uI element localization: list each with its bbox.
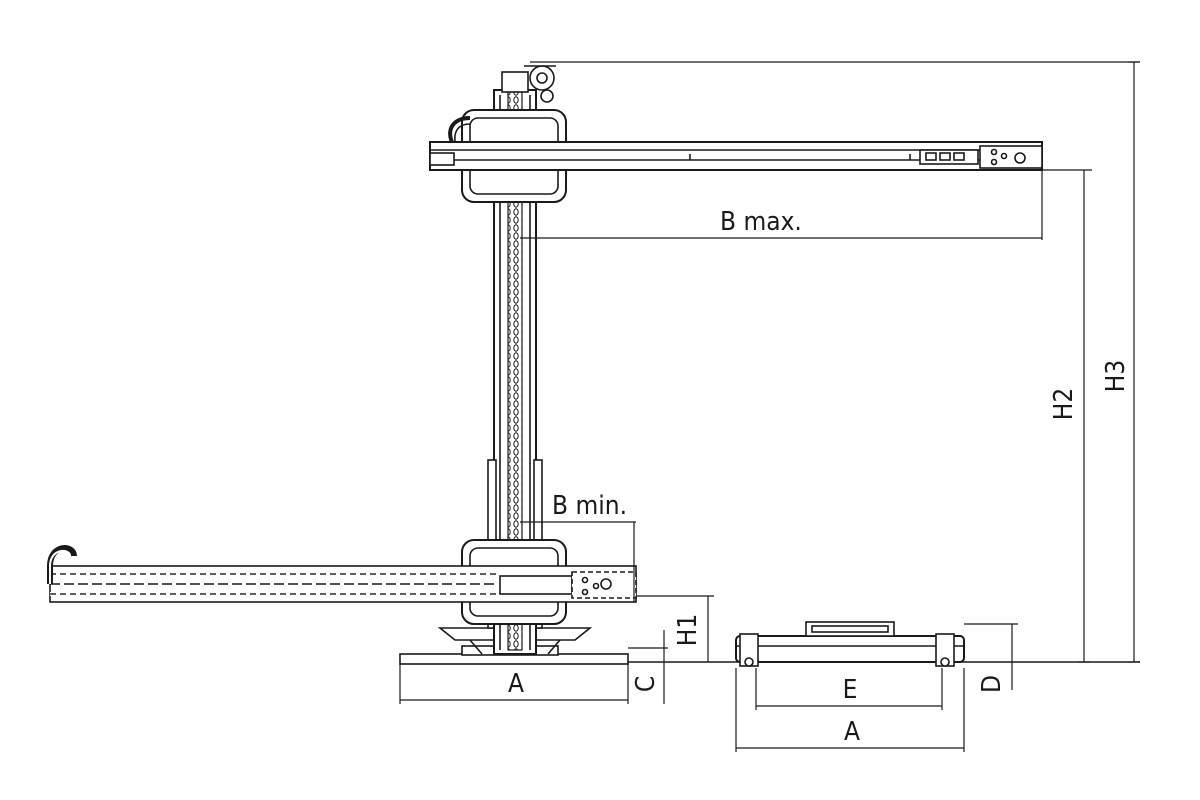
label-b-min: B min. [552,491,627,521]
label-a-right: A [844,717,860,747]
boom-upper [429,141,1043,171]
label-d: D [977,675,1007,693]
dimension-lines [399,61,1140,752]
label-a-left: A [508,669,524,699]
label-h2: H2 [1049,388,1079,420]
label-b-max: B max. [720,207,802,237]
label-h1: H1 [673,614,703,646]
label-e: E [843,675,858,705]
column-top-pulley [501,65,556,103]
label-h3: H3 [1101,360,1131,392]
boom-lower [47,545,637,603]
label-c: C [631,676,661,692]
rail-cart [735,621,965,667]
